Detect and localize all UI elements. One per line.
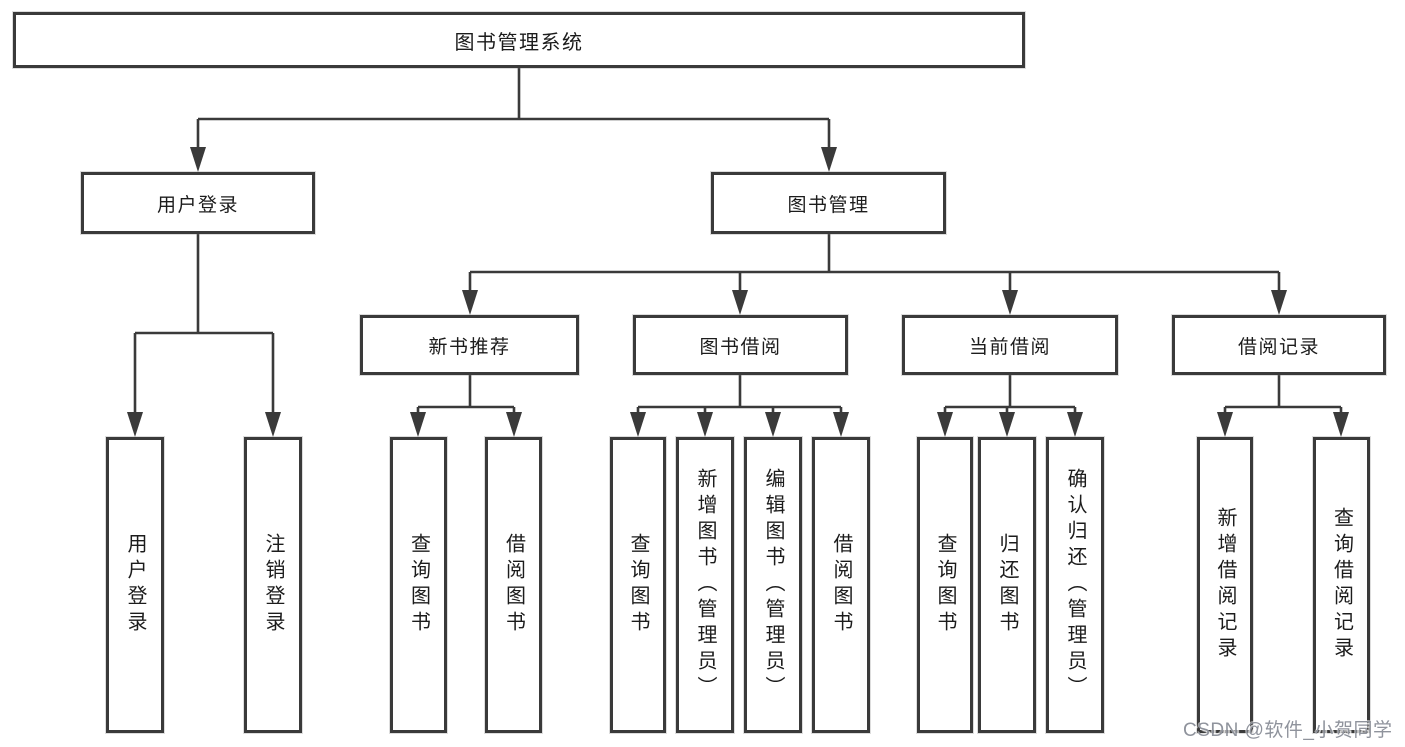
node-label: 编辑图书（管理员）	[762, 468, 784, 702]
node-return-book: 归还图书	[978, 437, 1036, 733]
node-logout: 注销登录	[244, 437, 302, 733]
node-user-login-leaf: 用户登录	[106, 437, 164, 733]
node-user-login-branch: 用户登录	[81, 172, 315, 234]
node-new-book-recommend: 新书推荐	[360, 315, 579, 375]
node-book-borrowing: 图书借阅	[633, 315, 848, 375]
node-label: 借阅记录	[1237, 336, 1320, 358]
node-label: 图书管理	[787, 194, 870, 216]
node-book-management-branch: 图书管理	[711, 172, 946, 234]
node-label: 新增图书（管理员）	[694, 468, 716, 702]
node-borrow-books-rec: 借阅图书	[485, 437, 542, 733]
node-add-book-admin: 新增图书（管理员）	[676, 437, 734, 733]
node-label: 查询图书	[627, 533, 649, 637]
node-label: 图书借阅	[699, 336, 782, 358]
node-label: 确认归还（管理员）	[1064, 468, 1086, 702]
node-label: 新增借阅记录	[1214, 507, 1236, 663]
node-label: 当前借阅	[968, 336, 1051, 358]
node-label: 查询借阅记录	[1330, 507, 1353, 663]
node-label: 归还图书	[996, 533, 1018, 637]
node-query-books-rec: 查询图书	[390, 437, 447, 733]
arrowheads	[127, 147, 1349, 437]
node-label: 用户登录	[156, 194, 239, 216]
node-edit-book-admin: 编辑图书（管理员）	[744, 437, 802, 733]
node-label: 借阅图书	[502, 533, 525, 637]
node-label: 查询图书	[934, 533, 956, 637]
node-label: 借阅图书	[830, 533, 852, 637]
node-label: 用户登录	[124, 533, 146, 637]
node-query-borrow-record: 查询借阅记录	[1313, 437, 1370, 733]
node-borrow-books: 借阅图书	[812, 437, 870, 733]
node-label: 注销登录	[262, 533, 284, 637]
node-root-system: 图书管理系统	[13, 12, 1025, 68]
node-add-borrow-record: 新增借阅记录	[1197, 437, 1253, 733]
node-query-books-current: 查询图书	[917, 437, 973, 733]
node-label: 查询图书	[407, 533, 430, 637]
node-label: 图书管理系统	[454, 31, 584, 54]
node-query-books-borrow: 查询图书	[610, 437, 666, 733]
node-label: 新书推荐	[428, 336, 511, 358]
node-current-borrowing: 当前借阅	[902, 315, 1118, 375]
node-borrow-records: 借阅记录	[1172, 315, 1386, 375]
csdn-watermark: CSDN @软件_小贺同学	[1183, 720, 1393, 741]
node-confirm-return-admin: 确认归还（管理员）	[1046, 437, 1104, 733]
